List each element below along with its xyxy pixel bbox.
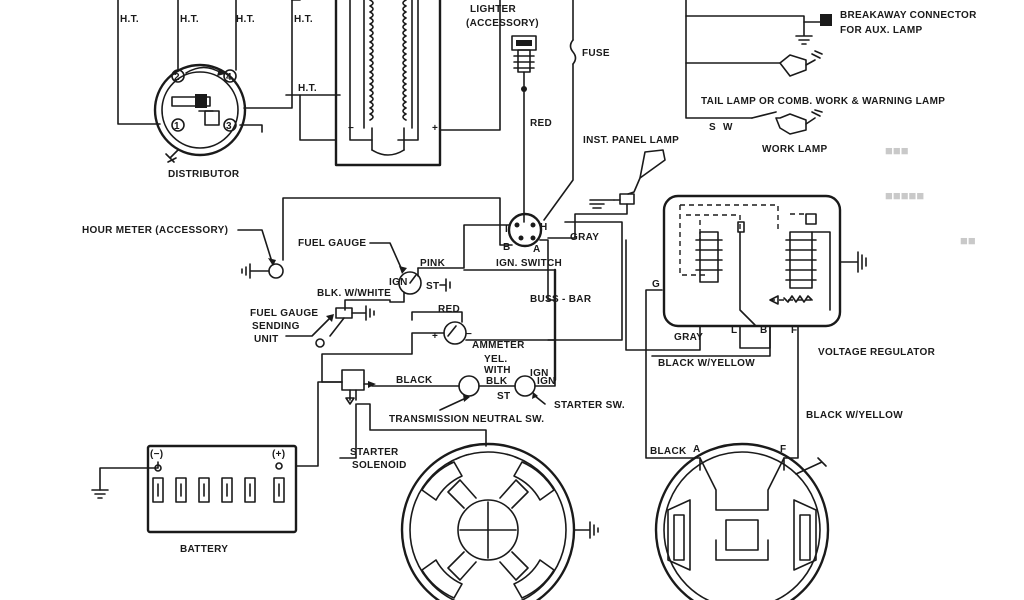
distributor: 2 4 1 3 DISTRIBUTOR <box>153 63 247 180</box>
fuel-gauge-label: FUEL GAUGE <box>298 238 366 249</box>
fuse: FUSE <box>543 0 610 221</box>
distributor-terminal-3: 3 <box>226 121 232 132</box>
instrument-panel-lamp: INST. PANEL LAMP GRAY <box>547 135 679 243</box>
svg-text:■■■■■: ■■■■■ <box>885 188 924 203</box>
fuel-gauge-st-label: ST <box>426 281 439 292</box>
battery: (−) (+) BATTERY <box>91 444 298 555</box>
red-wire-label-top: RED <box>530 118 552 129</box>
starter-ign-label: IGN <box>537 376 556 387</box>
ign-starter-label: IGN <box>530 368 549 379</box>
lighter-label-2: (ACCESSORY) <box>466 18 539 29</box>
yel-wire-label-2: WITH <box>484 365 511 376</box>
gray-wire-label-1: GRAY <box>570 232 599 243</box>
ammeter-label: AMMETER <box>472 340 525 351</box>
gray-wire-label-2: GRAY <box>674 332 703 343</box>
ammeter-minus-label: − <box>466 329 472 340</box>
ht-label-5: H.T. <box>298 83 317 94</box>
battery-positive-label: (+) <box>272 449 285 460</box>
starter-switch: YEL. WITH BLK IGN ST STARTER SW. TRANSMI… <box>389 354 625 425</box>
generator-terminal-f: F <box>780 444 786 455</box>
fuel-gauge: FUEL GAUGE IGN ST PINK BLK. W/WHITE <box>298 238 451 311</box>
yel-wire-label-3: BLK <box>486 376 508 387</box>
lamp-circuit: BREAKAWAY CONNECTOR FOR AUX. LAMP TAIL L… <box>685 0 977 155</box>
regulator-terminal-b: B <box>760 325 768 336</box>
black-yellow-wire-label-2: BLACK W/YELLOW <box>806 410 903 421</box>
ign-switch-terminal-i: I <box>505 224 508 235</box>
battery-negative-label: (−) <box>150 449 163 460</box>
battery-label: BATTERY <box>180 544 228 555</box>
hour-meter-label: HOUR METER (ACCESSORY) <box>82 225 228 236</box>
fuse-label: FUSE <box>582 48 610 59</box>
starter-solenoid-label-1: STARTER <box>350 447 399 458</box>
ht-label-4: H.T. <box>294 14 313 25</box>
ign-switch-terminal-b: B <box>503 242 511 253</box>
generator-terminal-a: A <box>693 444 701 455</box>
regulator-wiring: GRAY BLACK W/YELLOW BLACK W/YELLOW <box>625 239 903 459</box>
ign-switch-terminal-a: A <box>533 244 541 255</box>
sending-unit-label-3: UNIT <box>254 334 279 345</box>
background-text-bleed: ■■■ ■■■■■ ■■ <box>885 143 976 248</box>
ignition-coil: − + <box>334 0 501 167</box>
ht-label-2: H.T. <box>180 14 199 25</box>
ign-switch-label: IGN. SWITCH <box>496 258 562 269</box>
red-wire-label-mid: RED <box>438 304 460 315</box>
switch-s-label: S <box>709 122 716 133</box>
ht-label-3: H.T. <box>236 14 255 25</box>
regulator-terminal-l: L <box>731 325 737 336</box>
regulator-internals <box>679 204 831 326</box>
coil-winding <box>369 0 407 156</box>
distributor-terminal-1: 1 <box>174 121 180 132</box>
fuel-gauge-sending-unit: FUEL GAUGE SENDING UNIT <box>250 305 375 348</box>
pink-wire-label: PINK <box>420 258 446 269</box>
blk-white-wire-label: BLK. W/WHITE <box>317 288 391 299</box>
distributor-terminal-4: 4 <box>226 72 232 83</box>
starter-switch-label: STARTER SW. <box>554 400 625 411</box>
tail-lamp-label: TAIL LAMP OR COMB. WORK & WARNING LAMP <box>701 96 945 107</box>
voltage-regulator: G L B F VOLTAGE REGULATOR <box>652 194 936 358</box>
sending-unit-label-2: SENDING <box>252 321 300 332</box>
yel-wire-label-1: YEL. <box>484 354 507 365</box>
black-yellow-wire-label-1: BLACK W/YELLOW <box>658 358 755 369</box>
generator: BLACK A F <box>650 442 830 600</box>
regulator-terminal-f: F <box>791 325 797 336</box>
breakaway-label-2: FOR AUX. LAMP <box>840 25 922 36</box>
transmission-neutral-label: TRANSMISSION NEUTRAL SW. <box>389 414 544 425</box>
fuel-gauge-ign-label: IGN <box>389 277 408 288</box>
regulator-terminal-g: G <box>652 279 660 290</box>
starter-solenoid-label-2: SOLENOID <box>352 460 407 471</box>
battery-cells <box>152 477 285 503</box>
coil-minus-label: − <box>348 123 354 134</box>
switch-w-label: W <box>723 122 733 133</box>
starter-motor <box>400 442 599 600</box>
black-wire-label-gen: BLACK <box>650 446 687 457</box>
ign-switch-terminal-h: H <box>540 222 548 233</box>
coil-plus-label: + <box>432 123 438 134</box>
lighter: LIGHTER (ACCESSORY) RED <box>466 4 552 223</box>
svg-text:■■■: ■■■ <box>885 143 909 158</box>
hour-meter: HOUR METER (ACCESSORY) <box>82 225 284 279</box>
inst-panel-lamp-label: INST. PANEL LAMP <box>583 135 679 146</box>
buss-bar-label: BUSS - BAR <box>530 294 592 305</box>
starter-solenoid: BLACK STARTER SOLENOID <box>295 369 487 471</box>
starter-st-label: ST <box>497 391 510 402</box>
svg-text:■■: ■■ <box>960 233 976 248</box>
black-wire-label-mid: BLACK <box>396 375 433 386</box>
distributor-label: DISTRIBUTOR <box>168 169 240 180</box>
distributor-terminal-2: 2 <box>174 72 180 83</box>
buss-bar: BUSS - BAR IGN <box>463 221 623 382</box>
distributor-rotor <box>171 94 220 126</box>
ammeter-plus-label: + <box>432 331 438 342</box>
high-tension-leads: H.T. H.T. H.T. H.T. H.T. <box>117 0 341 141</box>
lighter-label-1: LIGHTER <box>470 4 516 15</box>
ignition-switch: I H B A IGN. SWITCH <box>282 197 562 301</box>
ammeter: RED + − AMMETER <box>321 304 556 383</box>
ht-label-1: H.T. <box>120 14 139 25</box>
voltage-regulator-label: VOLTAGE REGULATOR <box>818 347 936 358</box>
breakaway-label-1: BREAKAWAY CONNECTOR <box>840 10 977 21</box>
sending-unit-label-1: FUEL GAUGE <box>250 308 318 319</box>
work-lamp-label: WORK LAMP <box>762 144 827 155</box>
